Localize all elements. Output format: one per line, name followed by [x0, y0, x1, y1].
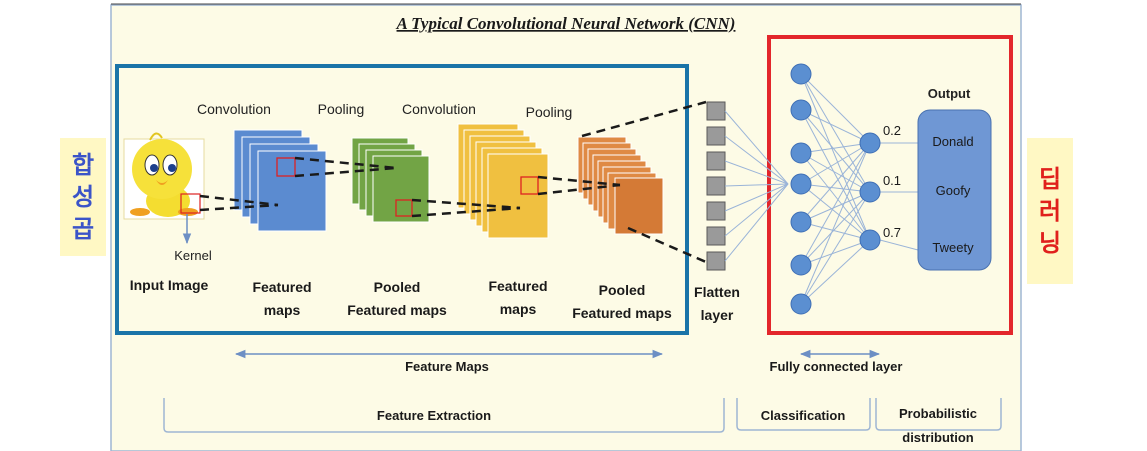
connection-line — [800, 239, 871, 305]
connection-line — [800, 152, 871, 193]
flatten-layer — [706, 101, 726, 271]
korean-label-convolution: 합 성 곱 — [60, 138, 106, 256]
connection-line — [800, 142, 871, 305]
feature-maps-label: Feature Maps — [405, 359, 489, 374]
connection-line — [800, 109, 871, 144]
network-node — [859, 132, 881, 154]
network-node — [790, 99, 812, 121]
connection-line — [800, 191, 871, 305]
connection-line — [800, 142, 871, 185]
network-node — [790, 173, 812, 195]
fully-connected-label: Fully connected layer — [770, 359, 903, 374]
network-node — [790, 293, 812, 315]
output-class-donald: Donald — [932, 134, 973, 149]
connection-line — [800, 183, 871, 193]
connection-line — [800, 73, 871, 193]
projection-lines — [199, 100, 707, 264]
stage-label-pool2: Pooling — [526, 104, 573, 120]
diagram-title: A Typical Convolutional Neural Network (… — [396, 14, 736, 33]
label-pooled-maps-2b: Featured maps — [572, 305, 672, 321]
connection-line — [879, 239, 919, 251]
connection-line — [800, 152, 871, 241]
feature-extraction-label: Feature Extraction — [377, 408, 491, 423]
label-flatten-b: layer — [701, 307, 734, 323]
connection-line — [724, 183, 789, 187]
label-pooled-maps-2a: Pooled — [599, 282, 646, 298]
connection-line — [800, 73, 871, 144]
network-node — [790, 142, 812, 164]
output-box — [917, 109, 992, 271]
pool1-feature-maps — [351, 137, 430, 223]
connection-line — [724, 135, 789, 185]
korean-label-deep-learning: 딥 러 닝 — [1027, 138, 1073, 284]
connection-line — [724, 183, 789, 237]
input-image — [123, 132, 205, 220]
connection-line — [724, 183, 789, 212]
label-featured-maps-1b: maps — [264, 302, 301, 318]
network-node — [859, 229, 881, 251]
label-pooled-maps-1a: Pooled — [374, 279, 421, 295]
brackets — [163, 398, 1002, 433]
connection-line — [800, 142, 871, 266]
connection-line — [800, 73, 871, 241]
network-node — [859, 181, 881, 203]
prob-tweety: 0.7 — [883, 225, 901, 240]
label-featured-maps-2a: Featured — [488, 278, 547, 294]
network-node — [790, 254, 812, 276]
feature-extraction-box — [115, 64, 689, 335]
stage-label-conv2: Convolution — [402, 101, 476, 117]
network-nodes — [790, 63, 881, 315]
label-input-image: Input Image — [130, 277, 209, 293]
network-connections — [724, 73, 919, 305]
korean-char: 러 — [1038, 197, 1062, 225]
korean-char: 딥 — [1038, 165, 1062, 193]
output-class-tweety: Tweety — [932, 240, 974, 255]
label-pooled-maps-1b: Featured maps — [347, 302, 447, 318]
connection-line — [800, 109, 871, 241]
classification-label: Classification — [761, 408, 846, 423]
connection-line — [800, 239, 871, 266]
connection-line — [800, 142, 871, 223]
connection-line — [800, 221, 871, 241]
korean-char: 곱 — [71, 215, 95, 243]
connection-line — [724, 183, 789, 262]
korean-char: 성 — [71, 183, 95, 211]
connection-line — [724, 110, 789, 185]
probabilistic-label-b: distribution — [902, 430, 974, 445]
output-title: Output — [928, 86, 971, 101]
prob-goofy: 0.1 — [883, 173, 901, 188]
kernel-label: Kernel — [174, 248, 212, 263]
connection-line — [800, 191, 871, 223]
label-featured-maps-1a: Featured — [252, 279, 311, 295]
stage-label-conv1: Convolution — [197, 101, 271, 117]
korean-char: 닝 — [1038, 229, 1062, 257]
prob-donald: 0.2 — [883, 123, 901, 138]
output-class-goofy: Goofy — [936, 183, 971, 198]
stage-label-pool1: Pooling — [318, 101, 365, 117]
conv1-feature-maps — [233, 129, 327, 232]
connection-line — [800, 183, 871, 241]
connection-line — [724, 160, 789, 185]
korean-char: 합 — [71, 151, 95, 179]
label-featured-maps-2b: maps — [500, 301, 537, 317]
connection-line — [800, 109, 871, 193]
pool2-feature-maps — [577, 136, 664, 235]
probabilistic-label-a: Probabilistic — [899, 406, 977, 421]
label-flatten-a: Flatten — [694, 284, 740, 300]
network-node — [790, 211, 812, 233]
conv2-feature-maps — [457, 123, 549, 239]
connection-line — [800, 142, 871, 154]
connection-line — [800, 191, 871, 266]
network-node — [790, 63, 812, 85]
